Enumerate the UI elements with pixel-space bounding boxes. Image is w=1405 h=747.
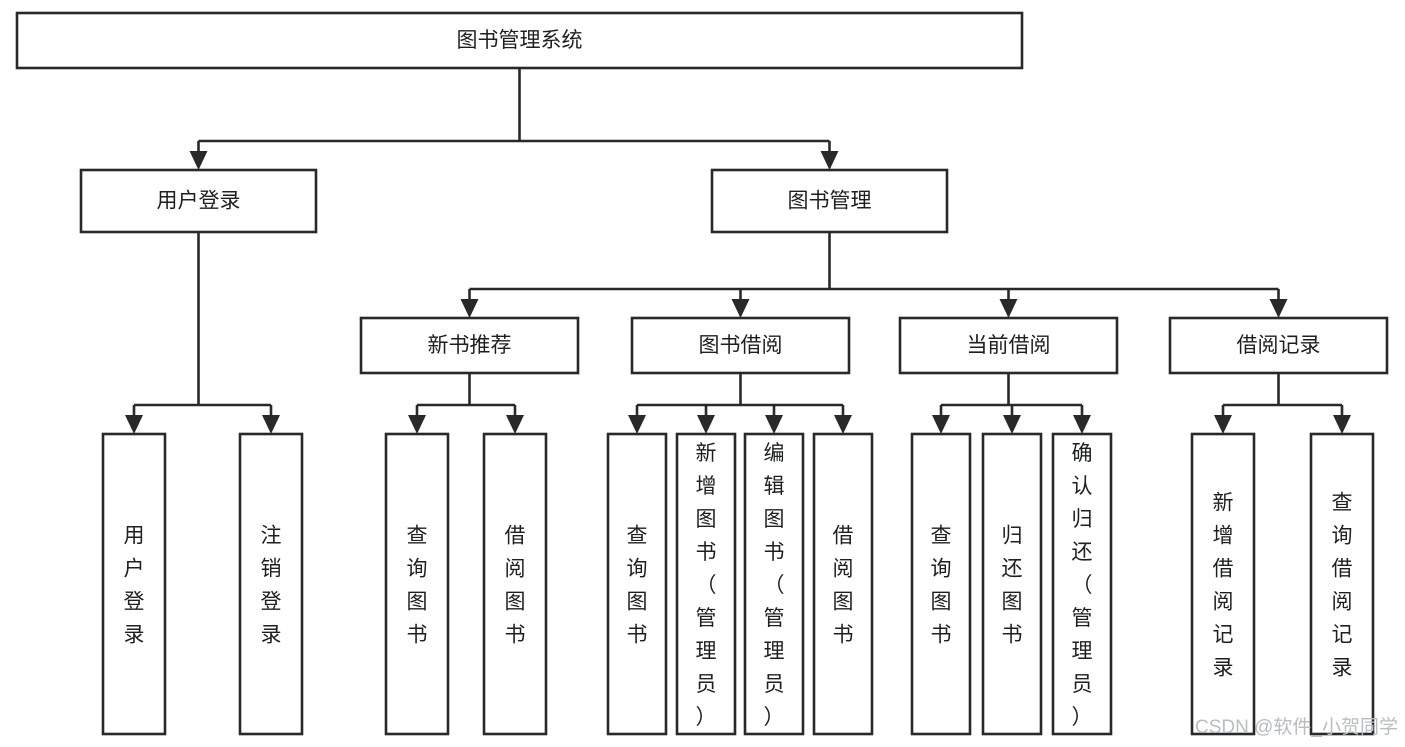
node-box-l-edit-book[interactable] bbox=[743, 432, 805, 736]
node-box-l-add-record[interactable] bbox=[1190, 432, 1256, 736]
arrow-head-e-manage-split-1 bbox=[731, 299, 750, 318]
arrow-head-e-record-split-0 bbox=[1214, 415, 1232, 434]
node-box-l-query-record[interactable] bbox=[1309, 432, 1375, 736]
arrow-head-e-borrow-split-0 bbox=[628, 415, 646, 434]
node-box-l-query-book-3[interactable] bbox=[910, 432, 972, 736]
node-label-l-user-logout: 注销登录 bbox=[261, 524, 282, 646]
node-label-n-book-borrow: 图书借阅 bbox=[699, 334, 783, 357]
node-box-l-borrow-book-2[interactable] bbox=[812, 432, 874, 736]
node-label-n-book-manage: 图书管理 bbox=[788, 190, 872, 213]
node-l-return-book[interactable]: 归还图书 bbox=[981, 432, 1043, 736]
node-label-l-query-book-2: 查询图书 bbox=[627, 524, 648, 646]
arrow-head-e-root-split-0 bbox=[189, 151, 208, 170]
node-box-l-user-logout[interactable] bbox=[238, 432, 304, 736]
arrow-head-e-rec-split-0 bbox=[408, 415, 426, 434]
arrow-head-e-borrow-split-2 bbox=[765, 415, 783, 434]
node-l-borrow-book-1[interactable]: 借阅图书 bbox=[482, 432, 548, 736]
arrow-head-e-login-split-1 bbox=[262, 415, 280, 434]
node-l-query-book-3[interactable]: 查询图书 bbox=[910, 432, 972, 736]
edges-layer bbox=[125, 68, 1351, 434]
arrow-head-e-current-split-2 bbox=[1073, 415, 1091, 434]
node-label-l-borrow-book-2: 借阅图书 bbox=[833, 524, 854, 646]
node-n-book-manage[interactable]: 图书管理 bbox=[710, 168, 949, 234]
node-label-l-query-record: 查询借阅记录 bbox=[1332, 491, 1353, 679]
node-l-add-record[interactable]: 新增借阅记录 bbox=[1190, 432, 1256, 736]
node-box-n-current-borrow[interactable] bbox=[898, 316, 1119, 375]
node-n-borrow-record[interactable]: 借阅记录 bbox=[1168, 316, 1389, 375]
node-label-l-add-record: 新增借阅记录 bbox=[1213, 491, 1234, 679]
node-box-n-new-book-rec[interactable] bbox=[359, 316, 580, 375]
arrow-head-e-rec-split-1 bbox=[506, 415, 524, 434]
node-box-l-user-login[interactable] bbox=[101, 432, 167, 736]
node-label-l-query-book-1: 查询图书 bbox=[407, 524, 428, 646]
node-n-user-login[interactable]: 用户登录 bbox=[79, 168, 318, 234]
node-label-l-edit-book: 编辑图书（管理员） bbox=[764, 442, 785, 729]
node-l-query-record[interactable]: 查询借阅记录 bbox=[1309, 432, 1375, 736]
node-box-n-book-borrow[interactable] bbox=[630, 316, 851, 375]
arrow-head-e-login-split-0 bbox=[125, 415, 143, 434]
node-label-root: 图书管理系统 bbox=[457, 29, 583, 52]
node-l-user-logout[interactable]: 注销登录 bbox=[238, 432, 304, 736]
arrow-head-e-root-split-1 bbox=[820, 151, 839, 170]
node-box-n-borrow-record[interactable] bbox=[1168, 316, 1389, 375]
node-label-n-borrow-record: 借阅记录 bbox=[1237, 334, 1321, 357]
arrow-head-e-current-split-0 bbox=[932, 415, 950, 434]
arrow-head-e-borrow-split-1 bbox=[697, 415, 715, 434]
node-l-user-login[interactable]: 用户登录 bbox=[101, 432, 167, 736]
node-l-query-book-2[interactable]: 查询图书 bbox=[606, 432, 668, 736]
node-l-edit-book[interactable]: 编辑图书（管理员） bbox=[743, 432, 805, 736]
node-label-l-borrow-book-1: 借阅图书 bbox=[505, 524, 526, 646]
arrow-head-e-manage-split-2 bbox=[999, 299, 1018, 318]
node-box-l-confirm-return[interactable] bbox=[1051, 432, 1113, 736]
node-label-l-user-login: 用户登录 bbox=[124, 524, 145, 646]
node-n-book-borrow[interactable]: 图书借阅 bbox=[630, 316, 851, 375]
node-box-l-return-book[interactable] bbox=[981, 432, 1043, 736]
node-l-borrow-book-2[interactable]: 借阅图书 bbox=[812, 432, 874, 736]
nodes-layer: 图书管理系统用户登录图书管理新书推荐图书借阅当前借阅借阅记录用户登录注销登录查询… bbox=[15, 11, 1389, 736]
node-label-l-confirm-return: 确认归还（管理员） bbox=[1072, 442, 1093, 729]
arrow-head-e-manage-split-3 bbox=[1269, 299, 1288, 318]
node-box-root[interactable] bbox=[15, 11, 1024, 70]
arrow-head-e-record-split-1 bbox=[1333, 415, 1351, 434]
node-box-l-query-book-1[interactable] bbox=[384, 432, 450, 736]
node-n-new-book-rec[interactable]: 新书推荐 bbox=[359, 316, 580, 375]
node-n-current-borrow[interactable]: 当前借阅 bbox=[898, 316, 1119, 375]
node-label-l-add-book: 新增图书（管理员） bbox=[696, 442, 717, 729]
arrow-head-e-borrow-split-3 bbox=[834, 415, 852, 434]
arrow-head-e-manage-split-0 bbox=[460, 299, 479, 318]
arrow-head-e-current-split-1 bbox=[1003, 415, 1021, 434]
node-l-add-book[interactable]: 新增图书（管理员） bbox=[675, 432, 737, 736]
node-l-query-book-1[interactable]: 查询图书 bbox=[384, 432, 450, 736]
node-label-n-new-book-rec: 新书推荐 bbox=[428, 334, 512, 357]
node-box-n-user-login[interactable] bbox=[79, 168, 318, 234]
node-label-n-user-login: 用户登录 bbox=[157, 190, 241, 213]
csdn-watermark: CSDN @软件_小贺同学 bbox=[1195, 716, 1398, 738]
node-label-l-query-book-3: 查询图书 bbox=[931, 524, 952, 646]
node-label-l-return-book: 归还图书 bbox=[1002, 524, 1023, 646]
node-box-l-query-book-2[interactable] bbox=[606, 432, 668, 736]
node-box-l-add-book[interactable] bbox=[675, 432, 737, 736]
node-box-l-borrow-book-1[interactable] bbox=[482, 432, 548, 736]
node-label-n-current-borrow: 当前借阅 bbox=[967, 334, 1051, 357]
node-l-confirm-return[interactable]: 确认归还（管理员） bbox=[1051, 432, 1113, 736]
node-box-n-book-manage[interactable] bbox=[710, 168, 949, 234]
node-root[interactable]: 图书管理系统 bbox=[15, 11, 1024, 70]
